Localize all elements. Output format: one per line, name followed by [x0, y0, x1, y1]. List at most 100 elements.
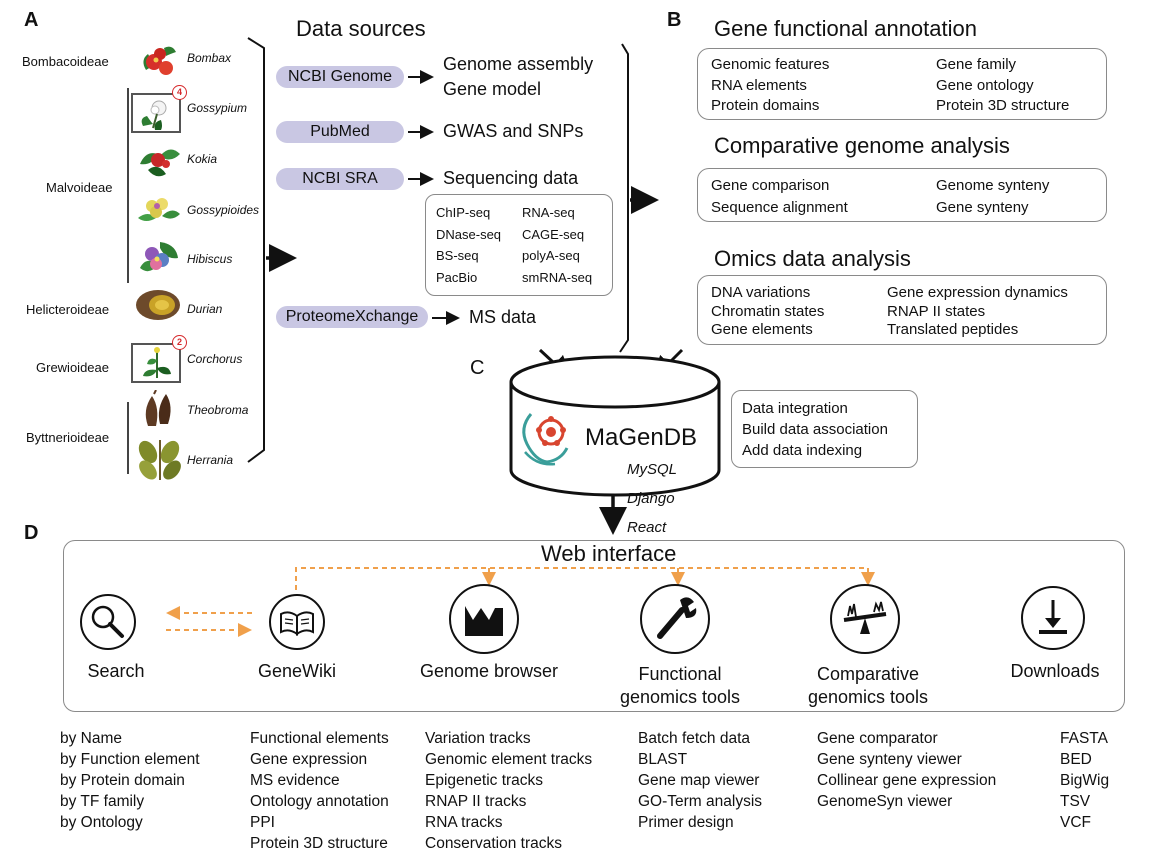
feature-item: RNA tracks [425, 814, 503, 831]
comparative-box [697, 168, 1107, 222]
seq-types-right-list: RNA-seq CAGE-seq polyA-seq smRNA-seq [522, 202, 592, 288]
feature-item: Conservation tracks [425, 835, 562, 852]
magendb-logo-icon [522, 413, 569, 466]
omics-title: Omics data analysis [714, 246, 911, 271]
annotation-item: Protein 3D structure [936, 97, 1070, 114]
book-icon [280, 611, 314, 636]
gossypium-genome-count-badge: 4 [172, 85, 187, 100]
seq-type-item: smRNA-seq [522, 269, 593, 285]
corchorus-frame [131, 343, 181, 383]
comparative-genomics-features-list: Gene comparator Gene synteny viewer Coll… [817, 728, 996, 812]
feature-item: MS evidence [250, 772, 340, 789]
feature-item: GO-Term analysis [638, 793, 763, 810]
feature-item: Epigenetic tracks [425, 772, 544, 789]
database-name: MaGenDB [585, 424, 698, 451]
panel-label-b: B [667, 9, 682, 31]
gossypium-cotton-image [141, 100, 167, 130]
annotation-item: Genomic features [711, 56, 830, 73]
search-features-list: by Name by Function element by Protein d… [60, 728, 200, 833]
feature-item: Functional elements [250, 730, 389, 747]
processing-item: Data integration [742, 400, 848, 417]
comparative-left-list: Gene comparison Sequence alignment [711, 175, 848, 218]
download-icon [1039, 600, 1067, 634]
feature-item: BED [1060, 751, 1092, 768]
feature-item: Gene comparator [817, 730, 938, 747]
seq-types-left-list: ChIP-seq DNase-seq BS-seq PacBio [436, 202, 501, 288]
feature-item: FASTA [1060, 730, 1108, 747]
balance-icon [843, 601, 887, 634]
feature-item: by Ontology [60, 814, 143, 831]
seq-types-box [425, 194, 613, 296]
source-ncbi-genome: NCBI Genome [276, 66, 404, 88]
label-line: genomics tools [619, 687, 741, 707]
annotation-item: Gene expression dynamics [887, 284, 1068, 301]
comparative-right-list: Genome synteny Gene synteny [936, 175, 1049, 218]
genus-durian: Durian [187, 302, 223, 316]
database-cylinder [509, 355, 721, 497]
feature-item: PPI [250, 814, 275, 831]
annotation-item: Chromatin states [711, 302, 825, 320]
feature-item: by Function element [60, 751, 200, 768]
stack-mysql: MySQL [627, 461, 678, 478]
genus-corchorus: Corchorus [187, 352, 243, 366]
herrania-pod-image [138, 440, 181, 480]
byttnerioideae-bracket [127, 402, 129, 474]
feature-item: Protein 3D structure [250, 835, 388, 852]
target-sequencing-data: Sequencing data [443, 168, 579, 188]
search-label: Search [87, 661, 145, 681]
target-gene-model: Gene model [443, 79, 542, 99]
feature-item: by TF family [60, 793, 145, 810]
functional-genomics-tool[interactable] [640, 584, 710, 654]
annotation-item: Protein domains [711, 97, 820, 114]
source-pubmed: PubMed [276, 121, 404, 143]
feature-item: TSV [1060, 793, 1091, 810]
feature-item: BLAST [638, 751, 688, 768]
theobroma-pod-image [145, 390, 171, 426]
feature-item: Collinear gene expression [817, 772, 997, 789]
corchorus-plant-image [143, 347, 171, 378]
functional-genomics-features-list: Batch fetch data BLAST Gene map viewer G… [638, 728, 762, 833]
seq-type-item: BS-seq [436, 248, 479, 263]
annotation-item: RNA elements [711, 76, 807, 94]
feature-item: Batch fetch data [638, 730, 751, 747]
search-tool[interactable] [80, 594, 136, 650]
genewiki-tool[interactable] [269, 594, 325, 650]
annotation-item: RNAP II states [887, 302, 986, 320]
feature-item: by Name [60, 730, 123, 747]
browser-icon [465, 606, 503, 636]
annotation-item: Gene family [936, 56, 1017, 73]
seq-type-item: CAGE-seq [522, 226, 585, 242]
functional-genomics-label: Functional genomics tools [600, 663, 760, 709]
genome-browser-tool[interactable] [449, 584, 519, 654]
downloads-tool[interactable] [1021, 586, 1085, 650]
processing-box [731, 390, 918, 468]
gene-functional-right-list: Gene family Gene ontology Protein 3D str… [936, 55, 1069, 117]
feature-item: RNAP II tracks [425, 793, 527, 810]
data-sources-title: Data sources [296, 16, 426, 41]
seq-type-item: DNase-seq [436, 226, 502, 242]
genus-kokia: Kokia [187, 152, 218, 166]
panel-label-c: C [470, 357, 485, 379]
family-bombacoideae: Bombacoideae [22, 54, 109, 69]
panel-label-a: A [24, 9, 39, 31]
annotation-item: Gene comparison [711, 177, 830, 194]
label-line: Comparative [816, 664, 920, 684]
family-grewioideae: Grewioideae [36, 360, 109, 375]
comparative-title: Comparative genome analysis [714, 133, 1010, 158]
annotation-item: Gene elements [711, 321, 813, 338]
annotation-item: Gene synteny [936, 198, 1029, 216]
feature-item: BigWig [1060, 772, 1110, 789]
genus-bombax: Bombax [187, 51, 232, 65]
feature-item: VCF [1060, 814, 1091, 831]
target-ms-data: MS data [469, 307, 537, 327]
seq-type-item: ChIP-seq [436, 205, 491, 220]
annotation-item: Sequence alignment [711, 198, 848, 216]
genewiki-label: GeneWiki [257, 661, 337, 681]
seq-type-item: PacBio [436, 269, 478, 285]
feature-item: GenomeSyn viewer [817, 793, 953, 810]
family-helicteroideae: Helicteroideae [26, 302, 110, 317]
annotation-item: Translated peptides [887, 321, 1019, 338]
genus-theobroma: Theobroma [187, 403, 249, 417]
comparative-genomics-tool[interactable] [830, 584, 900, 654]
